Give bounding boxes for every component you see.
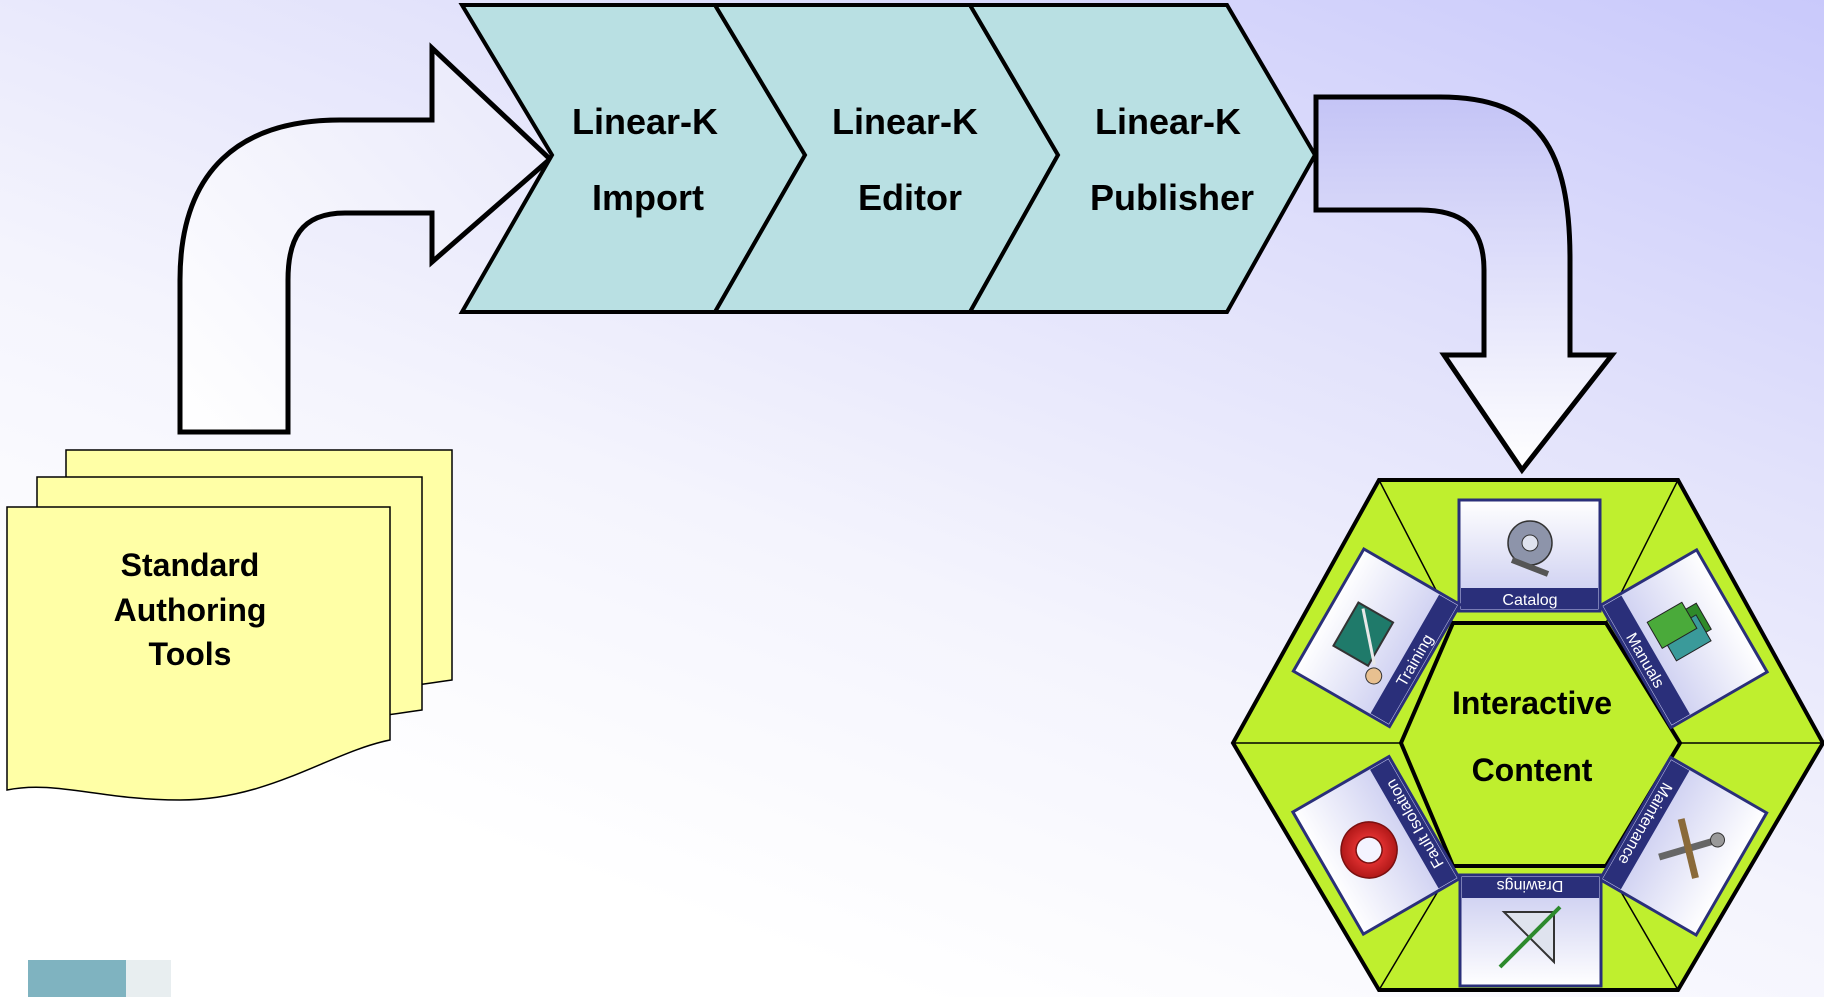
life-ring-icon (1340, 821, 1398, 879)
drafting-icon (1498, 905, 1562, 969)
stage-publisher-line2: Publisher (1090, 177, 1254, 218)
authoring-tools-documents (6, 449, 453, 801)
document-front (6, 506, 391, 801)
chevron-publisher (966, 2, 1318, 314)
source-label-line3: Tools (149, 636, 232, 672)
tile-catalog-label: Catalog (1502, 592, 1557, 609)
bolt-nut-icon (1507, 520, 1553, 577)
tile-drawings-label: Drawings (1497, 877, 1564, 894)
output-label-line1: Interactive (1452, 685, 1612, 721)
stage-import-line1: Linear-K (572, 101, 718, 142)
tile-manuals[interactable]: Manuals (1598, 547, 1770, 730)
tools-icon (1658, 818, 1726, 879)
books-icon (1646, 601, 1712, 662)
stage-editor-line1: Linear-K (832, 101, 978, 142)
tile-fault-isolation[interactable]: Fault Isolation (1290, 754, 1462, 937)
tile-maintenance[interactable]: Maintenance (1597, 755, 1769, 938)
stage-publisher-line1: Linear-K (1095, 101, 1241, 142)
input-arrow (177, 42, 554, 435)
interactive-content-hexagon: Catalog Manuals Maintenance (1230, 478, 1824, 992)
tile-catalog[interactable]: Catalog (1457, 498, 1602, 613)
output-label-line2: Content (1472, 752, 1593, 788)
hexagon-inner (1398, 621, 1683, 868)
source-label-line1: Standard (121, 547, 260, 583)
pipeline-chevrons (458, 2, 1318, 314)
tile-drawings[interactable]: Drawings (1458, 873, 1603, 988)
source-label-line2: Authoring (114, 592, 267, 628)
corner-logo (28, 960, 171, 997)
stage-import-line2: Import (592, 177, 704, 218)
tile-training[interactable]: Training (1291, 546, 1463, 729)
output-arrow (1313, 94, 1618, 475)
stage-editor-line2: Editor (858, 177, 962, 218)
chalkboard-icon (1332, 601, 1395, 685)
